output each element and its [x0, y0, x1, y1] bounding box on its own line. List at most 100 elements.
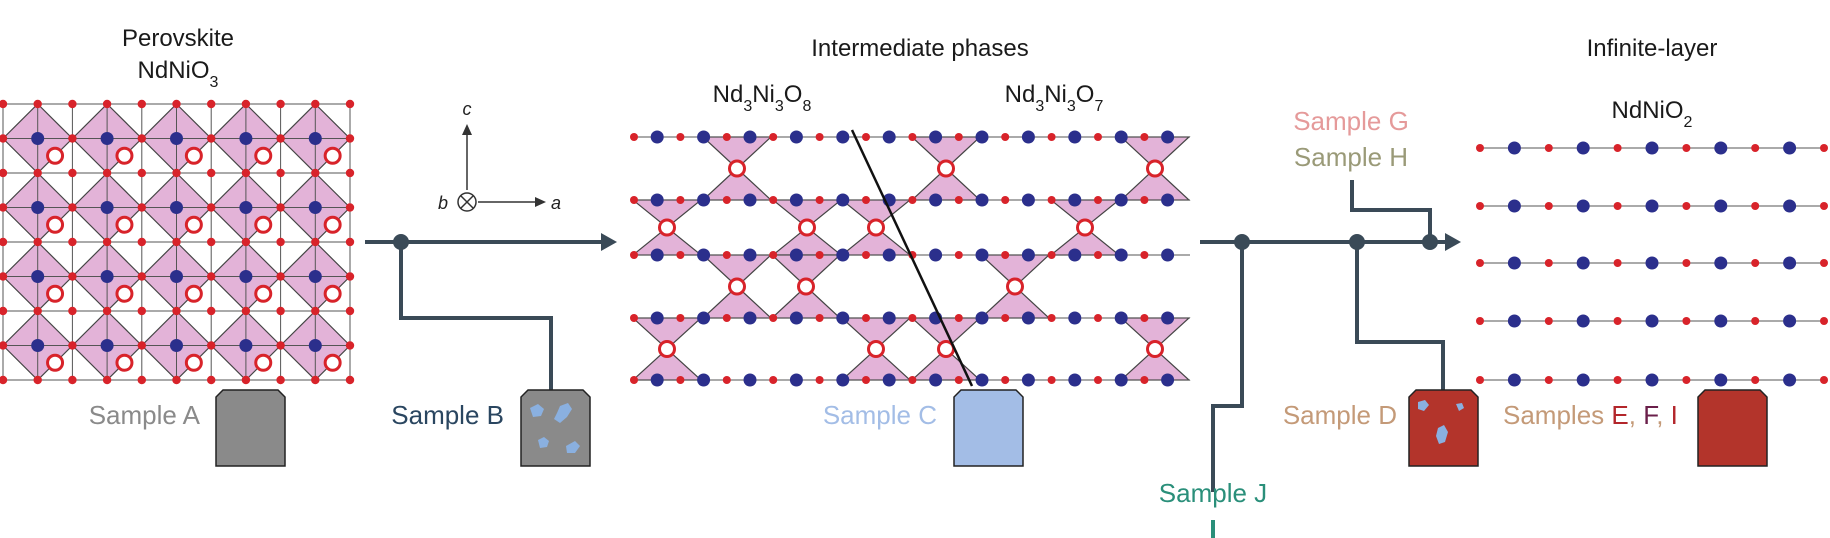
nickel-atom [1021, 193, 1035, 207]
nickel-atom [1068, 130, 1082, 144]
neodymium-atom [115, 146, 134, 165]
neodymium-atom [937, 159, 955, 178]
oxygen-atom [1613, 144, 1622, 152]
oxygen-atom [0, 237, 8, 247]
oxygen-atom [1682, 144, 1691, 152]
oxygen-atom [1820, 317, 1828, 325]
nickel-atom [697, 193, 711, 207]
oxygen-atom [908, 133, 917, 141]
sample-b-label: Sample B [391, 400, 504, 430]
nickel-atom [1507, 141, 1521, 155]
nickel-atom [1068, 311, 1082, 325]
nickel-atom [1576, 314, 1590, 328]
oxygen-atom [769, 251, 778, 259]
oxygen-atom [722, 251, 731, 259]
nickel-atom [697, 248, 711, 262]
oxygen-atom [676, 196, 685, 204]
oxygen-atom [207, 134, 216, 143]
oxygen-atom [862, 196, 870, 204]
oxygen-atom [630, 314, 638, 322]
oxygen-atom [815, 196, 824, 204]
oxygen-atom [241, 99, 251, 109]
oxygen-atom [676, 376, 685, 384]
oxygen-atom [769, 314, 778, 322]
nickel-atom [650, 248, 664, 262]
oxygen-atom [0, 203, 8, 212]
oxygen-atom [1094, 314, 1102, 322]
oxygen-atom [722, 133, 731, 141]
flow-node-3 [1349, 234, 1365, 250]
nickel-atom [975, 193, 989, 207]
nickel-atom [929, 248, 943, 262]
flow-input-samples-gh [1350, 180, 1432, 242]
oxygen-atom [172, 306, 181, 316]
oxygen-atom [1682, 376, 1691, 384]
neodymium-atom [323, 146, 342, 165]
oxygen-atom [241, 168, 251, 178]
nickel-atom [882, 248, 896, 262]
oxygen-atom [207, 341, 216, 350]
oxygen-atom [276, 341, 285, 350]
nickel-atom [789, 193, 803, 207]
neodymium-atom [1146, 159, 1164, 178]
oxygen-atom [815, 314, 824, 322]
oxygen-atom [1544, 317, 1553, 325]
nickel-atom [929, 373, 943, 387]
perovskite-lattice [0, 99, 355, 385]
oxygen-atom [172, 237, 181, 247]
oxygen-atom [815, 376, 824, 384]
intermediate-formula-right: Nd3Ni3O7 [1005, 81, 1104, 115]
oxygen-atom [1820, 259, 1828, 267]
oxygen-atom [207, 306, 216, 316]
neodymium-atom [323, 284, 342, 303]
nickel-atom [31, 339, 45, 352]
oxygen-atom [33, 168, 42, 178]
nickel-atom [31, 132, 45, 145]
oxygen-atom [137, 375, 146, 385]
nickel-atom [1714, 373, 1728, 387]
flow-node-1 [393, 234, 409, 250]
oxygen-atom [137, 99, 146, 109]
neodymium-atom [184, 284, 203, 303]
oxygen-atom [241, 375, 251, 385]
c-axis-arrowhead [462, 124, 472, 135]
oxygen-atom [102, 306, 112, 316]
oxygen-atom [68, 99, 77, 109]
nickel-atom [1645, 141, 1659, 155]
nickel-atom [1021, 373, 1035, 387]
nickel-atom [929, 193, 943, 207]
nickel-atom [975, 130, 989, 144]
neodymium-atom [46, 284, 65, 303]
oxygen-atom [345, 272, 355, 281]
oxygen-atom [207, 237, 216, 247]
nickel-atom [697, 311, 711, 325]
oxygen-atom [172, 375, 181, 385]
oxygen-atom [815, 251, 824, 259]
neodymium-atom [1076, 218, 1094, 237]
oxygen-atom [1001, 251, 1010, 259]
island [1418, 400, 1429, 411]
nickel-atom [650, 193, 664, 207]
neodymium-atom [323, 215, 342, 234]
nickel-atom [836, 248, 850, 262]
oxygen-atom [676, 314, 685, 322]
oxygen-atom [1047, 133, 1056, 141]
oxygen-atom [1140, 251, 1149, 259]
oxygen-atom [1047, 196, 1056, 204]
intermediate-title: Intermediate phases [811, 35, 1028, 62]
oxygen-atom [311, 237, 320, 247]
island [554, 403, 572, 423]
oxygen-atom [137, 306, 146, 316]
oxygen-atom [345, 134, 355, 143]
oxygen-atom [1544, 202, 1553, 210]
oxygen-atom [630, 196, 638, 204]
nickel-atom [789, 248, 803, 262]
oxygen-atom [137, 341, 146, 350]
oxygen-atom [102, 237, 112, 247]
oxygen-atom [908, 196, 917, 204]
infinite-layer-formula: NdNiO2 [1612, 97, 1693, 131]
nickel-atom [170, 339, 183, 352]
neodymium-atom [184, 146, 203, 165]
nickel-atom [1068, 248, 1082, 262]
